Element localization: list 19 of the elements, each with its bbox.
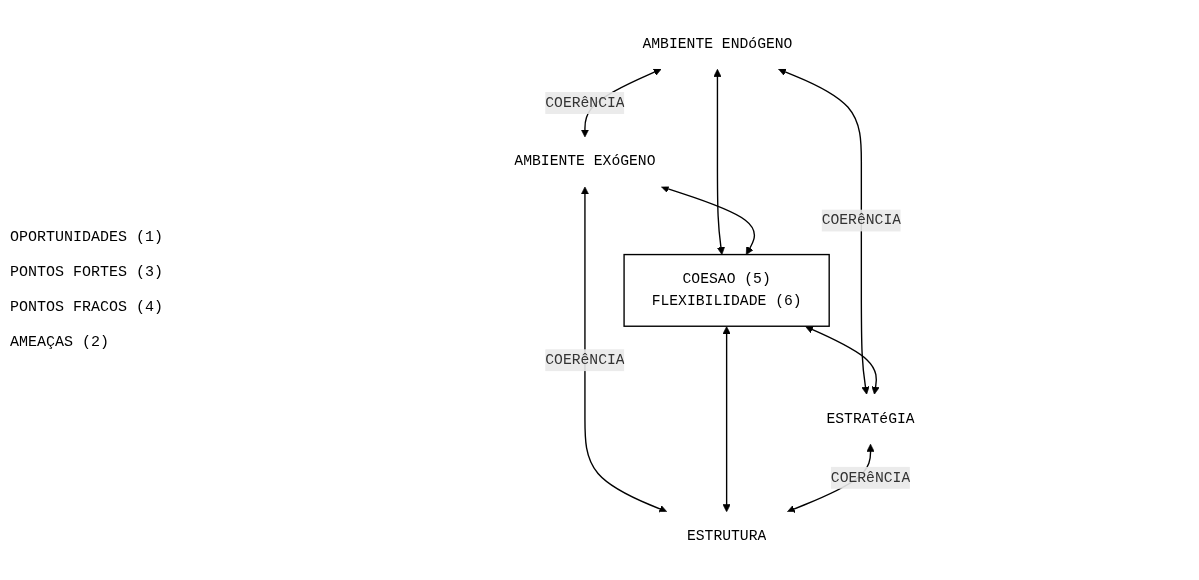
node-text: ESTRUTURA [686,527,767,545]
arrow [713,68,725,255]
note-label: PONTOS FRACOS (4) [10,299,165,316]
node-text: AMBIENTE ENDóGENO [642,35,793,53]
node-text: AMBIENTE EXóGENO [514,153,656,170]
arrow [722,325,731,512]
arrow [660,184,756,255]
arrow [580,186,668,513]
edge-label: COERêNCIA [545,94,625,111]
edge-label: COERêNCIA [821,211,902,229]
note-label: PONTOS FORTES (3) [10,264,165,281]
edge-label: COERêNCIA [830,469,911,486]
note-label: AMEAÇAS (2) [10,334,111,351]
note-label: OPORTUNIDADES (1) [10,229,165,246]
node-box: COESAO (5) FLEXIBILIDADE (6) [623,253,830,327]
arrow [778,67,870,395]
edge-label: COERêNCIA [545,351,625,369]
arrow [805,325,880,395]
node-text: ESTRATéGIA [826,410,915,427]
